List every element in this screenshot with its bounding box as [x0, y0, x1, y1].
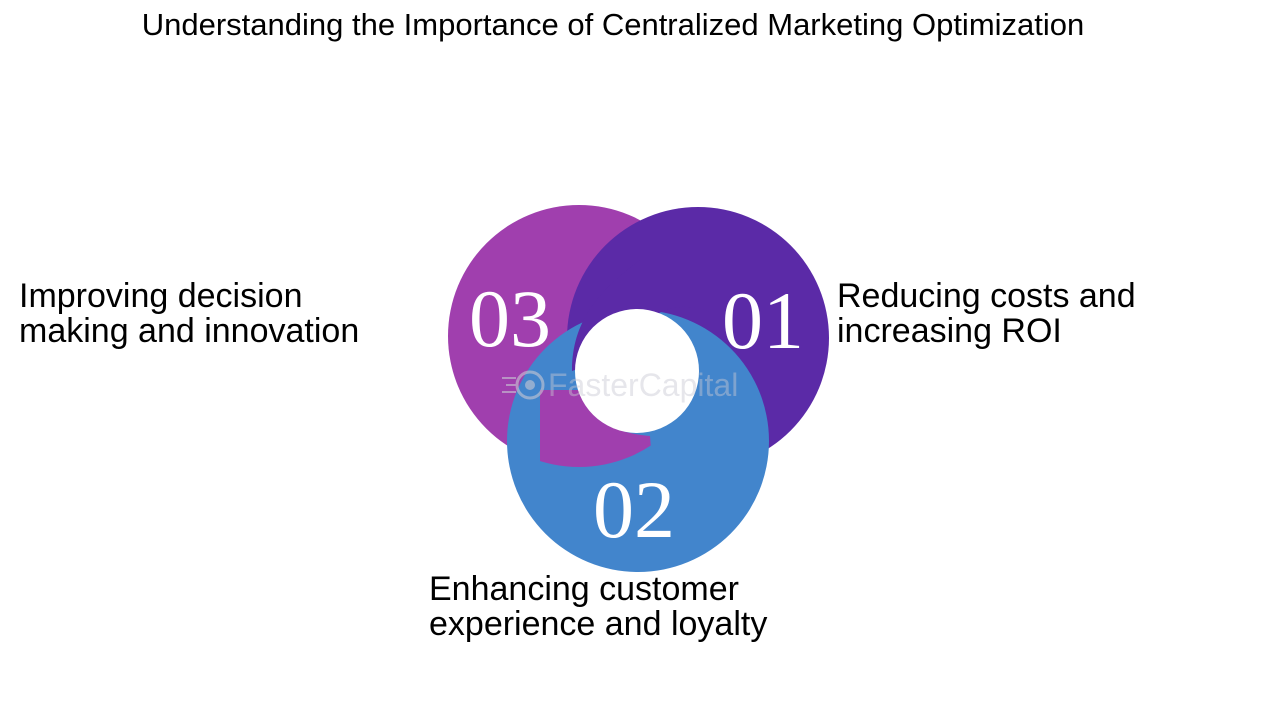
segment-01-overlap — [572, 260, 710, 371]
label-01: Reducing costs and increasing ROI — [837, 279, 1136, 349]
circular-diagram-svg: FasterCapital 03 01 02 — [448, 205, 829, 572]
label-02-line2: experience and loyalty — [429, 605, 768, 643]
segment-02-number: 02 — [593, 464, 675, 555]
label-03-line2: making and innovation — [19, 312, 360, 350]
label-01-line1: Reducing costs and — [837, 277, 1136, 315]
segment-03-number: 03 — [469, 273, 551, 364]
watermark: FasterCapital — [502, 367, 738, 403]
circular-diagram: FasterCapital 03 01 02 — [440, 200, 840, 580]
segment-03-overlap — [540, 390, 655, 467]
label-03: Improving decision making and innovation — [19, 279, 359, 349]
gear-logo-icon — [502, 370, 545, 400]
segment-01-number: 01 — [722, 275, 804, 366]
page-title: Understanding the Importance of Centrali… — [141, 7, 1085, 42]
label-02-line1: Enhancing customer — [429, 570, 739, 608]
label-01-line2: increasing ROI — [837, 312, 1062, 350]
label-02: Enhancing customer experience and loyalt… — [429, 572, 767, 642]
label-03-line1: Improving decision — [19, 277, 303, 315]
watermark-text: FasterCapital — [548, 367, 738, 403]
